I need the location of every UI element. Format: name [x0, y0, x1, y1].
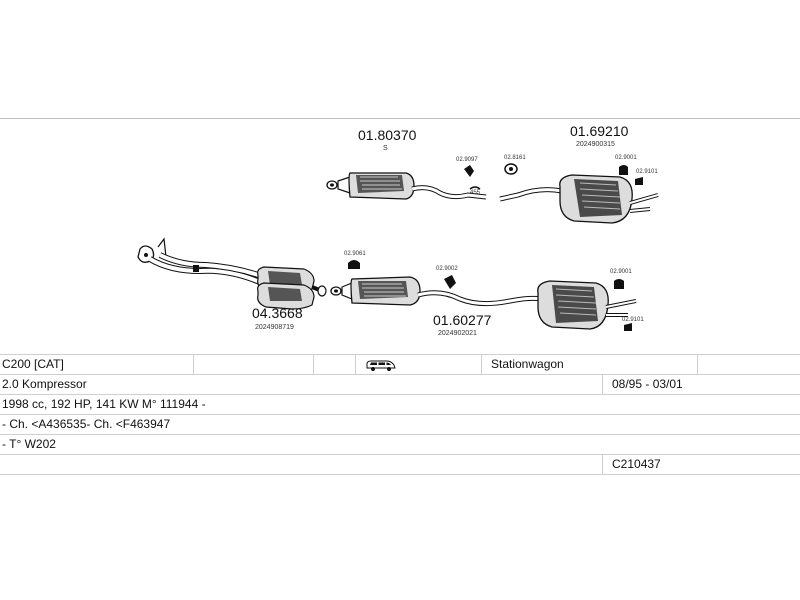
front-pipe-flange-icon: [137, 237, 167, 263]
rubber-mount-02-9101-top[interactable]: [635, 177, 643, 185]
rubber-mount-02-9101-bottom[interactable]: [624, 323, 632, 331]
row-chassis: - Ch. <A436535- Ch. <F463947: [0, 415, 800, 435]
label-02-9001-bottom: 02.9001: [610, 269, 632, 275]
vehicle-type: - T° W202: [2, 437, 56, 451]
part-sub-04-3668: 2024908719: [255, 324, 294, 331]
part-sub-01-69210: 2024900315: [576, 141, 615, 148]
catalytic-converter-04-3668[interactable]: [257, 266, 327, 310]
row-code: C210437: [0, 455, 800, 475]
middle-muffler-01-60277[interactable]: [341, 276, 421, 306]
vehicle-info-table: C200 [CAT] Stationwagon 2.0 Kompressor 0…: [0, 354, 800, 475]
row-specs: 1998 cc, 192 HP, 141 KW M° 111944 -: [0, 395, 800, 415]
row-model: C200 [CAT] Stationwagon: [0, 354, 800, 375]
clamp-455[interactable]: [469, 186, 481, 190]
rubber-mount-02-9061[interactable]: [348, 260, 360, 269]
rear-silencer-lower[interactable]: [537, 280, 637, 330]
part-sub-01-60277: 2024902021: [438, 330, 477, 337]
row-type: - T° W202: [0, 435, 800, 455]
rubber-mount-02-9002[interactable]: [444, 275, 456, 289]
model-name: C200 [CAT]: [2, 357, 64, 371]
label-02-9002: 02.9002: [436, 266, 458, 272]
top-rule: [0, 118, 800, 119]
label-455: 455: [470, 190, 481, 196]
lower-exhaust-line: [137, 237, 637, 331]
rubber-mount-02-9001-bottom[interactable]: [614, 279, 624, 289]
flange-icon: [326, 180, 338, 190]
flange-icon: [330, 286, 342, 296]
front-muffler-01-80370[interactable]: [337, 172, 415, 200]
body-type: Stationwagon: [491, 357, 564, 371]
part-number-01-69210: 01.69210: [570, 123, 629, 139]
label-02-9101-bottom: 02.9101: [622, 317, 644, 323]
front-pipe: [148, 252, 266, 286]
label-02-9001-top: 02.9001: [615, 155, 637, 161]
rear-silencer-01-69210[interactable]: [559, 174, 659, 224]
production-years: 08/95 - 03/01: [612, 377, 683, 391]
label-02-9097: 02.9097: [456, 157, 478, 163]
label-02-9101-top: 02.9101: [636, 169, 658, 175]
engine-specs: 1998 cc, 192 HP, 141 KW M° 111944 -: [2, 397, 206, 411]
rubber-mount-02-9001-top[interactable]: [619, 165, 628, 175]
row-engine: 2.0 Kompressor 08/95 - 03/01: [0, 375, 800, 395]
station-wagon-icon: [366, 360, 396, 371]
label-02-9061: 02.9061: [344, 251, 366, 257]
clamp-02-8161[interactable]: [504, 163, 518, 175]
part-number-04-3668: 04.3668: [252, 305, 303, 321]
label-02-8161: 02.8161: [504, 155, 526, 161]
part-sub-01-80370: S: [383, 145, 388, 152]
part-number-01-60277: 01.60277: [433, 312, 492, 328]
upper-exhaust-line: [326, 163, 659, 224]
chassis-range: - Ch. <A436535- Ch. <F463947: [2, 417, 171, 431]
rubber-mount-02-9097[interactable]: [464, 165, 474, 177]
engine: 2.0 Kompressor: [2, 377, 87, 391]
exhaust-diagram: 01.80370 S 01.69210 2024900315 04.3668 2…: [0, 119, 800, 355]
catalogue-code: C210437: [612, 457, 661, 471]
part-number-01-80370: 01.80370: [358, 127, 417, 143]
